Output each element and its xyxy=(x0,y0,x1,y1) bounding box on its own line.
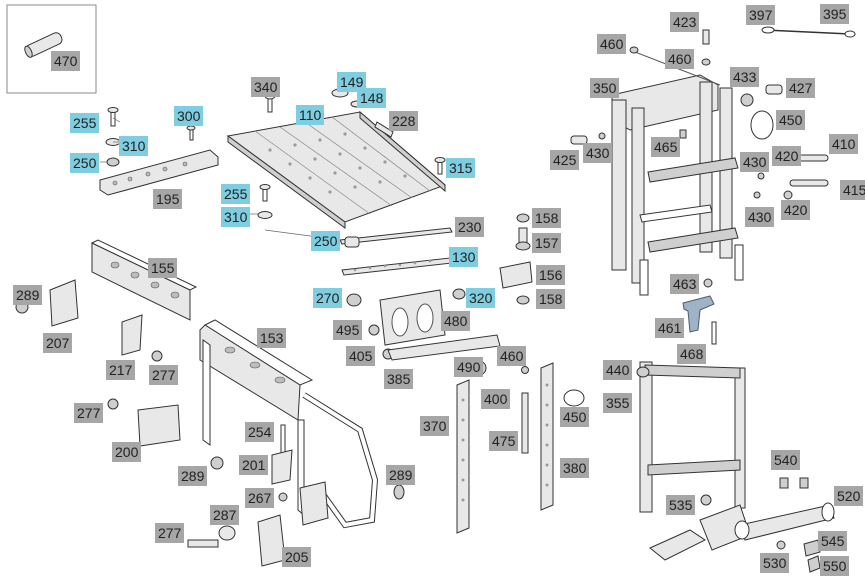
label-461: 461 xyxy=(655,318,685,338)
label-460-top: 460 xyxy=(597,34,627,54)
label-207: 207 xyxy=(43,333,73,353)
label-195: 195 xyxy=(153,189,183,209)
label-440: 440 xyxy=(603,360,633,380)
label-395: 395 xyxy=(820,4,850,24)
label-149: 149 xyxy=(337,72,367,92)
label-130: 130 xyxy=(449,247,479,267)
label-380: 380 xyxy=(560,458,590,478)
label-433: 433 xyxy=(730,67,760,87)
label-289-left: 289 xyxy=(13,285,43,305)
label-250-mid: 250 xyxy=(311,231,341,251)
label-153: 153 xyxy=(257,328,287,348)
label-355: 355 xyxy=(603,393,633,413)
label-410: 410 xyxy=(829,134,859,154)
label-530: 530 xyxy=(760,553,790,573)
label-423: 423 xyxy=(670,12,700,32)
label-287: 287 xyxy=(210,505,240,525)
label-430-left: 430 xyxy=(583,143,613,163)
label-228: 228 xyxy=(389,111,419,131)
label-420-bottom: 420 xyxy=(781,200,811,220)
label-201: 201 xyxy=(239,455,269,475)
label-460-right: 460 xyxy=(665,49,695,69)
hitch-rail-195 xyxy=(99,107,219,196)
label-480: 480 xyxy=(441,311,471,331)
label-230: 230 xyxy=(455,217,485,237)
label-310-mid: 310 xyxy=(221,207,251,227)
frame-153 xyxy=(187,319,405,567)
label-468: 468 xyxy=(677,344,707,364)
label-425: 425 xyxy=(550,150,580,170)
label-320: 320 xyxy=(466,288,496,308)
label-289-mid: 289 xyxy=(178,466,208,486)
part-461 xyxy=(682,278,717,345)
inset-box xyxy=(6,4,97,94)
label-270: 270 xyxy=(313,288,343,308)
frame-155 xyxy=(15,239,224,470)
label-545: 545 xyxy=(818,531,848,551)
label-158-bottom: 158 xyxy=(536,289,566,309)
label-289-right: 289 xyxy=(386,465,416,485)
label-427: 427 xyxy=(786,78,816,98)
label-158-top: 158 xyxy=(532,208,562,228)
step-frame-350 xyxy=(570,26,856,296)
label-385: 385 xyxy=(384,369,414,389)
label-156: 156 xyxy=(536,265,566,285)
label-255-left: 255 xyxy=(70,113,100,133)
label-430-mid: 430 xyxy=(740,152,770,172)
label-490: 490 xyxy=(454,357,484,377)
label-520: 520 xyxy=(834,486,864,506)
label-495: 495 xyxy=(333,320,363,340)
label-340: 340 xyxy=(251,77,281,97)
label-200: 200 xyxy=(112,442,142,462)
label-110: 110 xyxy=(296,105,325,125)
label-267: 267 xyxy=(245,488,275,508)
label-350: 350 xyxy=(590,78,620,98)
label-315: 315 xyxy=(446,158,476,178)
label-205: 205 xyxy=(282,547,312,567)
label-540: 540 xyxy=(771,450,801,470)
label-550: 550 xyxy=(820,556,850,576)
mount-156 xyxy=(499,213,533,305)
label-400: 400 xyxy=(481,389,511,409)
label-405: 405 xyxy=(346,346,376,366)
label-460-mid: 460 xyxy=(497,346,527,366)
label-217: 217 xyxy=(106,360,136,380)
label-415: 415 xyxy=(840,180,865,200)
tow-bar-520 xyxy=(649,477,835,573)
label-475: 475 xyxy=(489,431,519,451)
label-470: 470 xyxy=(51,51,81,71)
label-420-top: 420 xyxy=(772,146,802,166)
label-157: 157 xyxy=(532,233,562,253)
label-255-mid: 255 xyxy=(221,184,251,204)
tread-plate-110 xyxy=(226,88,446,229)
label-254: 254 xyxy=(245,422,275,442)
label-463: 463 xyxy=(670,274,700,294)
bracket-480 xyxy=(368,289,501,361)
label-465: 465 xyxy=(651,137,681,157)
label-277-b: 277 xyxy=(74,403,104,423)
label-148: 148 xyxy=(357,88,387,108)
step-355 xyxy=(636,361,746,513)
rails-370-380 xyxy=(456,360,585,534)
label-430-bottom: 430 xyxy=(745,207,775,227)
label-450-top: 450 xyxy=(776,110,806,130)
label-277-a: 277 xyxy=(149,365,179,385)
label-310-left: 310 xyxy=(119,136,149,156)
label-370: 370 xyxy=(420,416,450,436)
label-397: 397 xyxy=(746,5,776,25)
label-300: 300 xyxy=(174,106,204,126)
label-277-c: 277 xyxy=(155,523,185,543)
label-155: 155 xyxy=(148,258,178,278)
label-535: 535 xyxy=(666,495,696,515)
label-450-mid: 450 xyxy=(560,407,590,427)
strips-230-130 xyxy=(339,227,466,307)
label-250-left: 250 xyxy=(70,153,100,173)
